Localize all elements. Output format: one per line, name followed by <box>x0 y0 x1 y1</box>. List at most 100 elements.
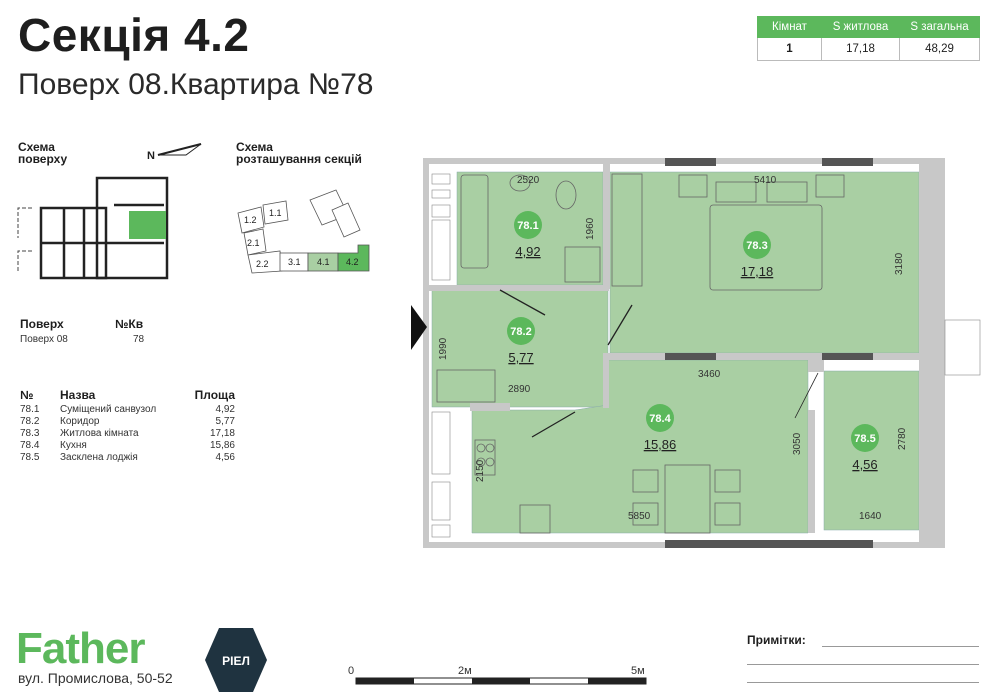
room-number: 78.2 <box>510 326 531 338</box>
dimension-label: 2150 <box>475 459 486 482</box>
room-number-badge <box>514 211 542 239</box>
col-name: Назва <box>60 388 96 402</box>
section-1-1 <box>262 200 289 225</box>
scale-label: 2м <box>458 665 472 677</box>
room-number-badge <box>743 231 771 259</box>
dimension-label: 5850 <box>628 511 651 522</box>
dimension-label: 2890 <box>508 384 531 395</box>
room-area: 5,77 <box>508 350 533 365</box>
room-number-badge <box>646 404 674 432</box>
rooms-count: 1 <box>757 37 822 61</box>
room-number: 78.4 <box>649 413 671 425</box>
room-number: 78.5 <box>854 433 875 445</box>
col-no: № <box>20 388 34 402</box>
room-number-badge <box>851 424 879 452</box>
rooms-table-header: № Назва Площа <box>20 388 235 402</box>
dimension-label: 3460 <box>698 369 721 380</box>
sink-icon <box>509 174 531 192</box>
address: вул. Промислова, 50-52 <box>18 670 173 686</box>
room-name: Суміщений санвузол <box>60 404 157 415</box>
kitchen-sink-icon <box>519 504 551 534</box>
room-area: 4,92 <box>515 244 540 259</box>
room-area: 4,92 <box>215 404 235 415</box>
bed-icon <box>709 204 823 291</box>
notes-line <box>822 646 979 647</box>
room-area: 17,18 <box>209 428 235 439</box>
room-area: 15,86 <box>209 440 235 451</box>
dimension-label: 2780 <box>897 427 908 450</box>
floor-scheme-title-line2: поверху <box>18 152 68 166</box>
notes-line <box>747 682 979 683</box>
washer-icon <box>564 246 601 283</box>
col-area: Площа <box>194 388 235 402</box>
sections-scheme-title-line2: розташування секцій <box>236 152 362 166</box>
floor-value: Поверх 08 <box>20 334 68 345</box>
sections-scheme-map: 1.2 1.1 2.1 2.2 3.1 4.1 4.2 <box>237 189 370 274</box>
bathtub-icon <box>460 174 489 269</box>
total-area: 48,29 <box>899 37 980 61</box>
room-no: 78.3 <box>20 428 40 439</box>
room-78-4 <box>471 359 809 534</box>
room-name: Коридор <box>60 416 100 427</box>
section-2-1 <box>243 228 267 256</box>
room-no: 78.5 <box>20 452 40 463</box>
header-living-area: S житлова <box>821 16 900 38</box>
dimension-label: 1640 <box>859 511 882 522</box>
room-78-3 <box>609 171 920 354</box>
apartment-highlight <box>129 211 166 239</box>
riel-badge-text: РІЕЛ <box>222 654 250 668</box>
header-total-area: S загальна <box>899 16 980 38</box>
room-name: Засклена лоджія <box>60 452 138 463</box>
dimension-label: 1960 <box>585 217 596 240</box>
section-label: 2.1 <box>247 238 260 248</box>
room-name: Кухня <box>60 440 87 451</box>
scale-label: 5м <box>631 665 645 677</box>
room-no: 78.4 <box>20 440 40 451</box>
room-row: 78.5 Засклена лоджія 4,56 <box>20 452 235 464</box>
floor-scheme-map <box>17 176 169 280</box>
room-row: 78.3 Житлова кімната 17,18 <box>20 428 235 440</box>
room-area: 4,56 <box>852 457 877 472</box>
floor-scheme-title-line1: Схема <box>18 140 55 154</box>
riel-badge: РІЕЛ <box>205 628 267 692</box>
room-78-5 <box>823 370 920 531</box>
dimension-label: 3050 <box>792 432 803 455</box>
room-area: 17,18 <box>741 264 774 279</box>
wardrobe-icon <box>611 173 643 287</box>
section-label: 1.1 <box>269 208 282 218</box>
room-row: 78.4 Кухня 15,86 <box>20 440 235 452</box>
section-label: 4.1 <box>317 257 330 267</box>
section-label: 1.2 <box>244 215 257 225</box>
section-4-2 <box>337 244 370 272</box>
scale-label: 0 <box>348 665 354 677</box>
room-area: 5,77 <box>215 416 235 427</box>
apartment-subtitle: Поверх 08.Квартира №78 <box>18 68 374 101</box>
room-area: 15,86 <box>644 437 677 452</box>
section-title: Секція 4.2 <box>18 9 250 61</box>
dimension-label: 1990 <box>438 337 449 360</box>
room-no: 78.2 <box>20 416 40 427</box>
room-number: 78.3 <box>746 240 767 252</box>
entrance-arrow-icon <box>411 305 427 350</box>
toilet-icon <box>555 180 577 210</box>
apartment-number-label: №Кв <box>115 317 144 331</box>
notes-line <box>747 664 979 665</box>
sections-scheme-title-line1: Схема <box>236 140 273 154</box>
section-label: 2.2 <box>256 259 269 269</box>
section-1-2 <box>237 206 265 234</box>
room-name: Житлова кімната <box>60 428 139 439</box>
room-78-2 <box>431 289 609 408</box>
balcony <box>944 319 981 376</box>
notes-label: Примітки: <box>747 633 806 647</box>
dimension-label: 3180 <box>894 252 905 275</box>
apartment-number-value: 78 <box>133 334 145 345</box>
north-label: N <box>147 150 155 162</box>
floor-label: Поверх <box>20 317 64 331</box>
stove-icon <box>474 439 496 476</box>
north-arrow-icon <box>157 143 202 156</box>
room-area: 4,56 <box>215 452 235 463</box>
section-label: 4.2 <box>346 257 359 267</box>
